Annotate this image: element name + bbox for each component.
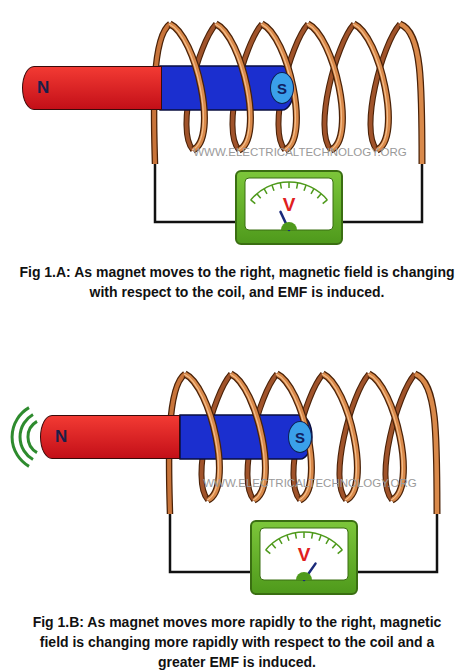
figure-caption: Fig 1.A: As magnet moves to the right, m… <box>12 262 462 302</box>
watermark: WWW.ELECTRICALTECHNOLOGY.ORG <box>180 146 420 158</box>
pole-letter: N <box>37 78 49 98</box>
watermark: WWW.ELECTRICALTECHNOLOGY.ORG <box>190 477 430 489</box>
motion-lines <box>12 408 37 467</box>
north-pole: N <box>40 415 180 459</box>
magnet-body <box>180 415 312 459</box>
magnet-body <box>160 66 294 110</box>
north-pole: N <box>22 66 162 110</box>
pole-letter: N <box>55 427 67 447</box>
pole-letter: S <box>277 80 287 97</box>
voltmeter: V <box>250 520 358 595</box>
meter-symbol: V <box>252 544 356 566</box>
voltmeter: V <box>235 170 343 245</box>
meter-symbol: V <box>237 194 341 216</box>
figure-caption: Fig 1.B: As magnet moves more rapidly to… <box>17 612 457 672</box>
south-pole: S <box>288 421 312 453</box>
pole-letter: S <box>295 429 305 446</box>
coil-front <box>169 24 422 164</box>
south-pole: S <box>270 72 294 104</box>
coil-front <box>184 374 437 514</box>
